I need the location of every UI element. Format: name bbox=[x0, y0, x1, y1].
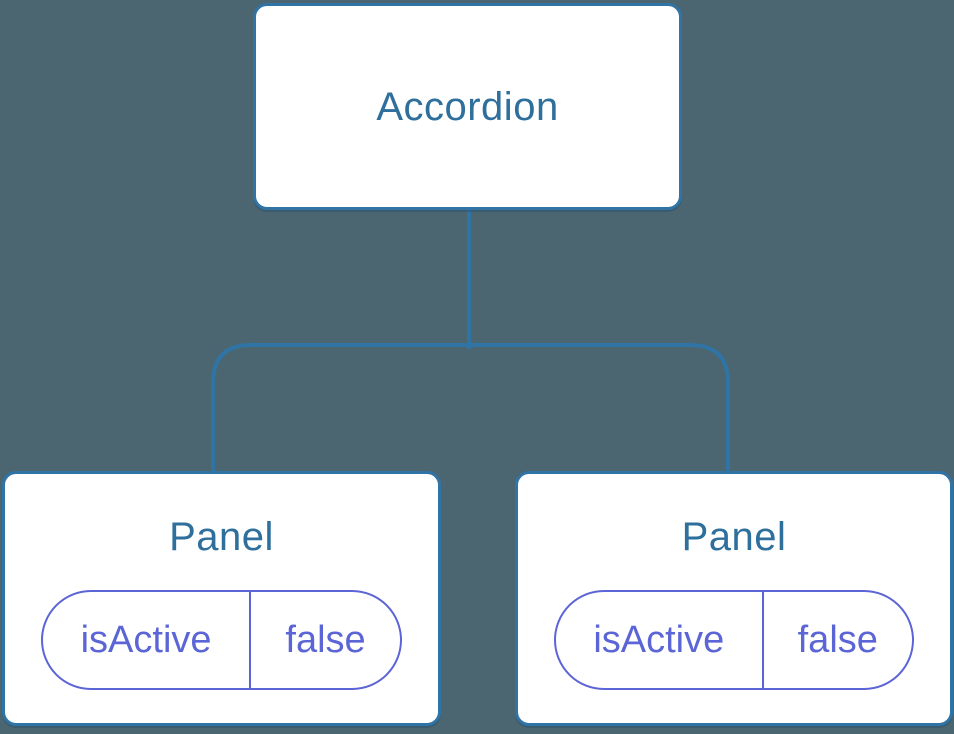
state-value: false bbox=[797, 618, 878, 661]
node-accordion: Accordion bbox=[253, 3, 682, 210]
panel-node-label: Panel bbox=[169, 515, 274, 559]
node-panel-right: Panel isActive false bbox=[515, 471, 953, 726]
branch-bracket-line bbox=[211, 343, 730, 473]
panel-node-label: Panel bbox=[681, 515, 787, 559]
state-name: isActive bbox=[556, 592, 764, 688]
state-name: isActive bbox=[43, 592, 252, 688]
accordion-node-label: Accordion bbox=[376, 84, 559, 129]
state-pill: isActive false bbox=[554, 590, 914, 690]
state-pill: isActive false bbox=[41, 590, 402, 690]
node-panel-left: Panel isActive false bbox=[2, 471, 441, 726]
state-value: false bbox=[285, 618, 366, 661]
